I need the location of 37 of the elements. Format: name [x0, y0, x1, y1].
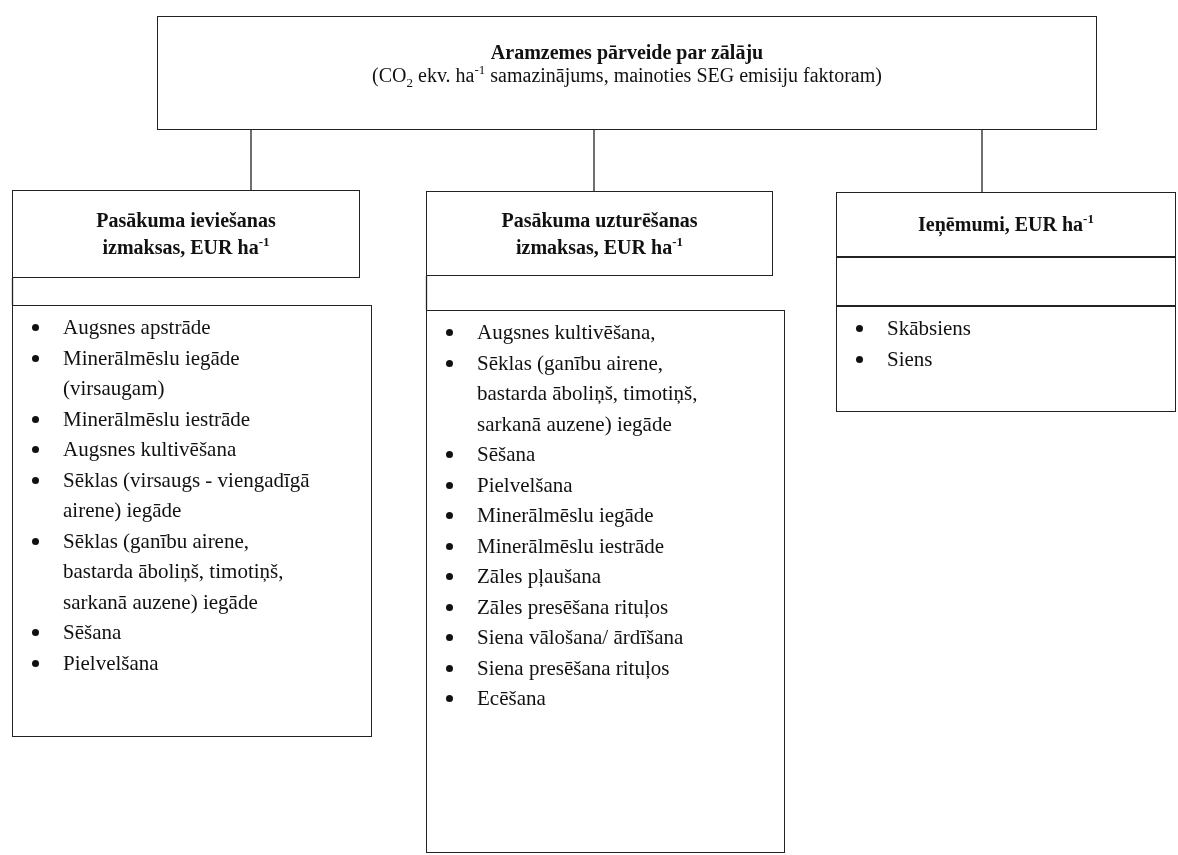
connector-line: [593, 129, 595, 192]
item-text: Augsnes kultivēšana,: [477, 320, 656, 344]
item-text: Siena vālošana/ ārdīšana: [477, 625, 684, 649]
item-text: Siens: [887, 346, 933, 371]
header-text: Pasākuma uzturēšanas izmaksas, EUR ha$^{-1}$: [500, 207, 699, 260]
connector-line: [981, 129, 983, 193]
subtitle-text: (CO$_{2}$ ekv. ha$^{-1}$ samazinājums, mainoties SEG emisiju faktoram): [371, 64, 883, 87]
header-text: Pasākuma ieviešanas izmaksas, EUR ha$^{-1}$: [95, 208, 277, 260]
item-text: Minerālmēslu iegāde: [477, 503, 654, 527]
item-text: Sēklas (ganību airene, bastarda āboliņš, timotiņš, sarkanā auzene) iegāde: [63, 528, 284, 614]
item-text: Zāles presēšana rituļos: [477, 594, 669, 619]
item-text: Sēšana: [477, 442, 536, 466]
item-text: Skābsiens: [887, 316, 971, 340]
item-text: Minerālmēslu iestrāde: [477, 533, 665, 558]
item-text: Sēklas (ganību airene, bastarda āboliņš, timotiņš, sarkanā auzene) iegāde: [477, 350, 698, 436]
item-text: Siena presēšana rituļos: [477, 655, 670, 680]
item-text: Augsnes kultivēšana: [63, 437, 237, 461]
item-text: Pielvelšana: [477, 472, 573, 497]
item-list-box: [836, 306, 1176, 412]
category-header-box: [12, 190, 360, 278]
item-list-box: [426, 310, 785, 853]
title-text: Aramzemes pārveide par zālāju: [490, 41, 764, 64]
item-text: Ecēšana: [477, 686, 546, 710]
item-text: Minerālmēslu iestrāde: [63, 406, 251, 431]
connector-line: [250, 129, 252, 191]
item-list-box: [12, 305, 372, 737]
title-box: [157, 16, 1097, 130]
item-text: Minerālmēslu iegāde (virsaugam): [63, 345, 240, 400]
item-text: Sēšana: [63, 620, 122, 644]
category-header-box: [426, 191, 773, 276]
header-text: Ieņēmumi, EUR ha$^{-1}$: [918, 211, 1094, 238]
empty-band-box: [836, 257, 1176, 306]
item-text: Zāles pļaušana: [477, 564, 602, 588]
item-text: Pielvelšana: [63, 650, 159, 675]
item-text: Augsnes apstrāde: [63, 315, 211, 339]
item-text: Sēklas (virsaugs - viengadīgā airene) iegāde: [63, 467, 310, 522]
category-header-box: [836, 192, 1176, 257]
